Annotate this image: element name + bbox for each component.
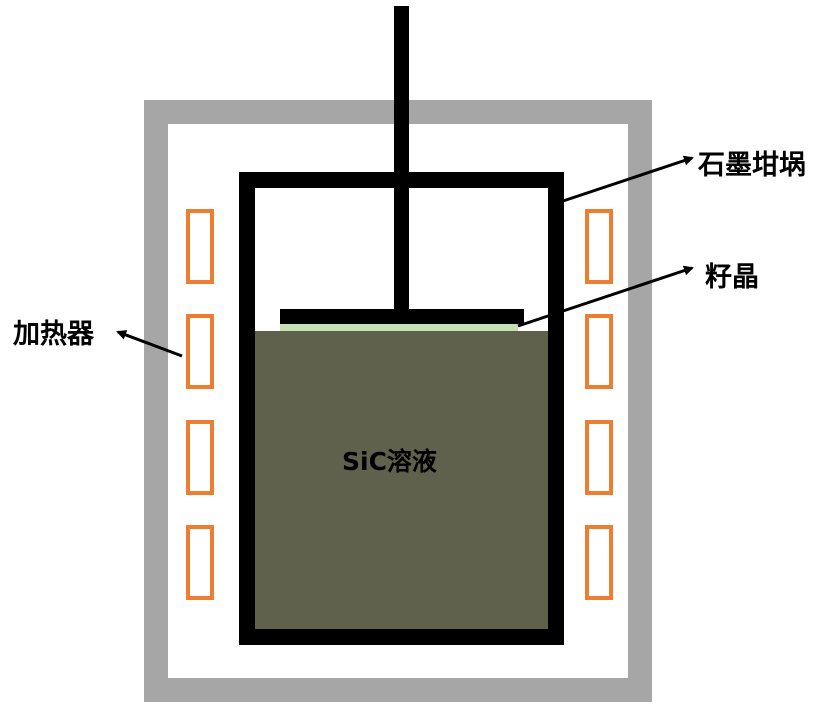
solution-label: SiC溶液 — [342, 447, 437, 476]
heater-coil — [585, 420, 613, 495]
seed-crystal — [280, 323, 518, 331]
heater-label: 加热器 — [13, 319, 94, 350]
sic-solution — [255, 331, 548, 629]
heater-coil — [186, 314, 214, 389]
pull-rod — [394, 6, 409, 311]
heater-coil — [186, 525, 214, 600]
seed-holder-plate — [280, 309, 524, 324]
heater-coil — [585, 314, 613, 389]
heater-coil — [585, 209, 613, 284]
heater-coil — [186, 420, 214, 495]
seed-arrow — [517, 265, 694, 328]
heaters-left — [186, 209, 214, 600]
crucible-arrow — [562, 155, 694, 203]
seed-label: 籽晶 — [705, 262, 759, 293]
heaters-right — [585, 209, 613, 600]
heater-arrow — [116, 330, 183, 358]
heater-coil — [186, 209, 214, 284]
heater-coil — [585, 525, 613, 600]
crucible-label: 石墨坩埚 — [698, 150, 806, 181]
